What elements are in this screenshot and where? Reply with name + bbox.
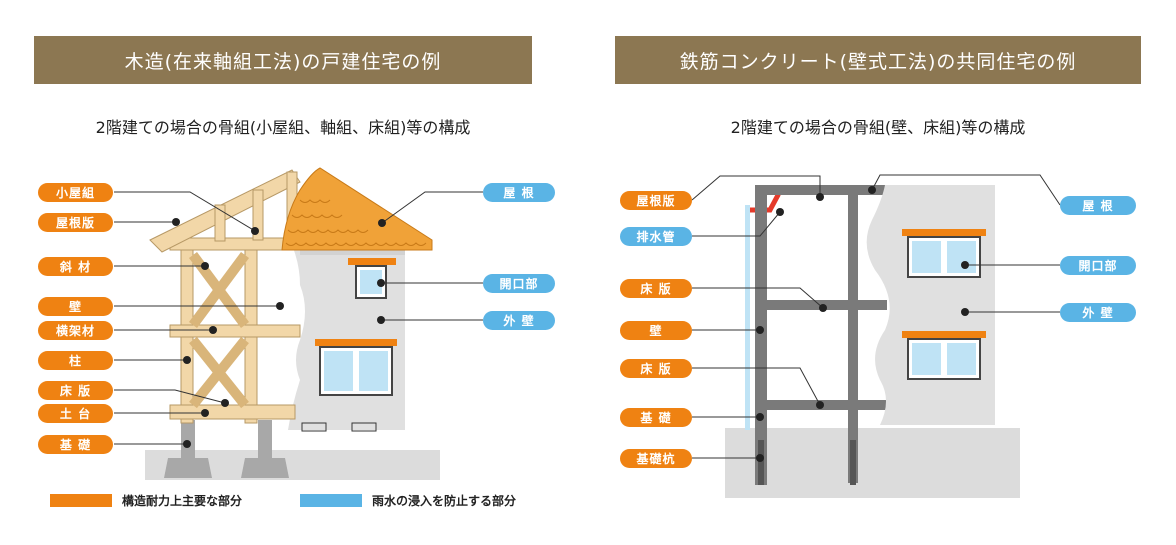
label-wall: 壁 xyxy=(38,297,113,316)
label-exterior-wall: 外 壁 xyxy=(483,311,555,330)
label-koyagumi: 小屋組 xyxy=(38,183,113,202)
right-panel-subtitle: 2階建ての場合の骨組(壁、床組)等の構成 xyxy=(730,118,1026,137)
rc-label-roof-slab: 屋根版 xyxy=(620,191,692,210)
rc-label-floor-slab-upper: 床 版 xyxy=(620,279,692,298)
wooden-house-illustration xyxy=(114,167,483,480)
legend-waterproof-swatch xyxy=(300,494,362,507)
label-opening: 開口部 xyxy=(483,274,555,293)
rc-label-wall: 壁 xyxy=(620,321,692,340)
legend-structural-text: 構造耐力上主要な部分 xyxy=(122,494,243,508)
label-roof-slab: 屋根版 xyxy=(38,213,113,232)
rc-label-drain-pipe: 排水管 xyxy=(620,227,692,246)
legend-structural-swatch xyxy=(50,494,112,507)
rc-label-floor-slab-lower: 床 版 xyxy=(620,359,692,378)
rc-apartment-illustration xyxy=(691,174,1061,498)
label-roof: 屋 根 xyxy=(483,183,555,202)
label-foundation: 基 礎 xyxy=(38,435,113,454)
left-panel-subtitle: 2階建ての場合の骨組(小屋組、軸組、床組)等の構成 xyxy=(95,118,471,137)
label-sill: 土 台 xyxy=(38,404,113,423)
legend-waterproof-text: 雨水の浸入を防止する部分 xyxy=(372,494,517,508)
label-column: 柱 xyxy=(38,351,113,370)
rc-label-opening: 開口部 xyxy=(1060,256,1136,275)
label-floor-slab: 床 版 xyxy=(38,381,113,400)
rc-label-foundation: 基 礎 xyxy=(620,408,692,427)
rc-label-roof: 屋 根 xyxy=(1060,196,1136,215)
rc-label-exterior-wall: 外 壁 xyxy=(1060,303,1136,322)
rc-label-pile: 基礎杭 xyxy=(620,449,692,468)
right-panel-title: 鉄筋コンクリート(壁式工法)の共同住宅の例 xyxy=(615,36,1141,84)
left-panel-title: 木造(在来軸組工法)の戸建住宅の例 xyxy=(34,36,532,84)
label-beam: 横架材 xyxy=(38,321,113,340)
label-brace: 斜 材 xyxy=(38,257,113,276)
